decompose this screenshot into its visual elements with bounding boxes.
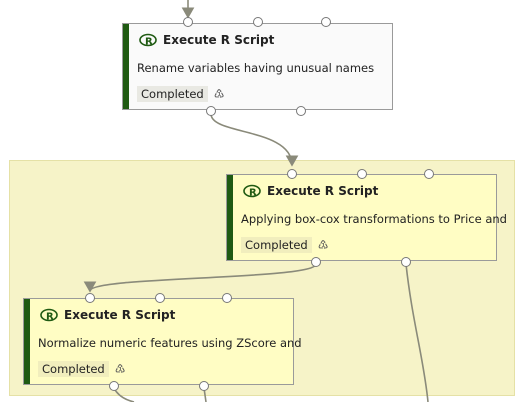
status-badge: Completed bbox=[137, 86, 208, 102]
input-port[interactable] bbox=[222, 293, 232, 303]
output-port[interactable] bbox=[296, 106, 306, 116]
input-port[interactable] bbox=[424, 169, 434, 179]
module-description: Applying box-cox transformations to Pric… bbox=[241, 212, 507, 226]
output-port[interactable] bbox=[199, 381, 209, 391]
module-title: Execute R Script bbox=[163, 33, 275, 47]
recycle-icon: ♳ bbox=[317, 238, 329, 252]
module-status-stripe bbox=[123, 24, 129, 109]
connector-3-out1-down bbox=[113, 387, 135, 402]
recycle-icon: ♳ bbox=[213, 87, 225, 101]
module-title: Execute R Script bbox=[64, 308, 176, 322]
module-description: Rename variables having unusual names bbox=[137, 61, 375, 75]
status-badge: Completed bbox=[241, 237, 312, 253]
module-status-stripe bbox=[227, 175, 233, 260]
connector-2-out2-down bbox=[405, 263, 429, 402]
svg-text:R: R bbox=[249, 188, 257, 199]
r-language-icon: R bbox=[40, 308, 58, 322]
input-port[interactable] bbox=[287, 169, 297, 179]
r-language-icon: R bbox=[243, 184, 261, 198]
input-port[interactable] bbox=[155, 293, 165, 303]
output-port[interactable] bbox=[401, 257, 411, 267]
r-language-icon: R bbox=[139, 33, 157, 47]
module-description: Normalize numeric features using ZScore … bbox=[38, 336, 302, 350]
input-port[interactable] bbox=[183, 17, 193, 27]
input-port[interactable] bbox=[85, 293, 95, 303]
input-port[interactable] bbox=[253, 17, 263, 27]
status-badge: Completed bbox=[38, 361, 109, 377]
recycle-icon: ♳ bbox=[114, 362, 126, 376]
module-title: Execute R Script bbox=[267, 184, 379, 198]
module-rename-variables[interactable]: R Execute R Script Rename variables havi… bbox=[122, 23, 393, 110]
module-normalize-features[interactable]: R Execute R Script Normalize numeric fea… bbox=[23, 298, 302, 385]
module-box-cox-transformations[interactable]: R Execute R Script Applying box-cox tran… bbox=[226, 174, 507, 261]
svg-text:R: R bbox=[46, 312, 54, 323]
output-port[interactable] bbox=[311, 257, 321, 267]
svg-text:R: R bbox=[145, 37, 153, 48]
connector-1-to-2 bbox=[210, 113, 299, 167]
input-port[interactable] bbox=[321, 17, 331, 27]
input-port[interactable] bbox=[357, 169, 367, 179]
module-status-stripe bbox=[24, 299, 30, 384]
output-port[interactable] bbox=[206, 106, 216, 116]
output-port[interactable] bbox=[109, 381, 119, 391]
connector-2-to-3 bbox=[83, 263, 317, 293]
